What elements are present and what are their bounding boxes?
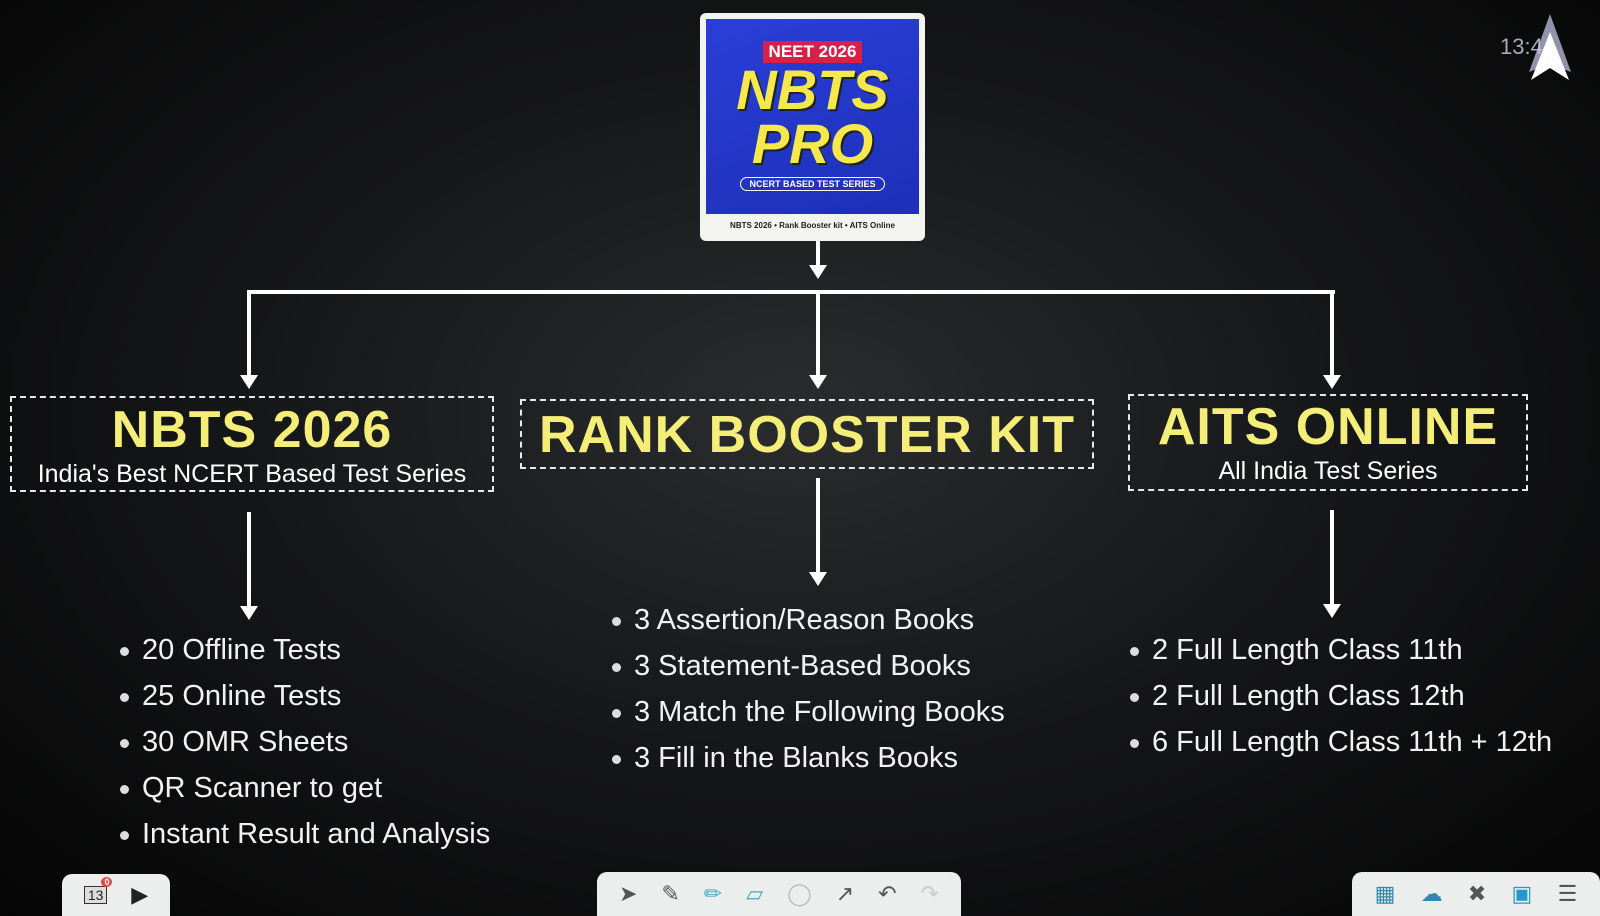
nbts-features-list: 20 Offline Tests 25 Online Tests 30 OMR … — [118, 627, 490, 857]
tools-icon[interactable]: ✖ — [1467, 881, 1487, 906]
list-item: 3 Fill in the Blanks Books — [610, 735, 1005, 781]
connector — [247, 290, 251, 378]
arrow-down-icon — [809, 375, 827, 389]
notification-badge: 0 — [101, 877, 113, 887]
connector — [816, 241, 820, 269]
arrow-down-icon — [240, 606, 258, 620]
pen-tool-icon[interactable]: ✎ — [661, 881, 680, 906]
book-tagline: NCERT BASED TEST SERIES — [740, 177, 885, 191]
connector — [1330, 290, 1334, 378]
connector — [247, 512, 251, 608]
lasso-tool-icon[interactable]: ◯ — [787, 881, 812, 906]
book-footer: NBTS 2026 • Rank Booster kit • AITS Onli… — [730, 221, 895, 230]
list-item: 20 Offline Tests — [118, 627, 490, 673]
connector — [1330, 510, 1334, 606]
app-toolbar: ▦ ☁ ✖ ▣ ☰ — [1352, 872, 1600, 916]
branch-nbts-2026: NBTS 2026 India's Best NCERT Based Test … — [10, 396, 494, 492]
rank-booster-list: 3 Assertion/Reason Books 3 Statement-Bas… — [610, 597, 1005, 781]
branch-title: RANK BOOSTER KIT — [539, 406, 1075, 464]
highlighter-tool-icon[interactable]: ✏ — [703, 881, 723, 906]
eraser-tool-icon[interactable]: ▱ — [746, 881, 764, 906]
menu-icon[interactable]: ☰ — [1557, 881, 1578, 906]
list-item: 6 Full Length Class 11th + 12th — [1128, 719, 1552, 765]
list-item: 3 Statement-Based Books — [610, 643, 1005, 689]
book-title-1: NBTS — [736, 58, 889, 121]
book-title-2: PRO — [751, 112, 874, 175]
screen-icon[interactable]: ▣ — [1511, 881, 1533, 906]
redo-icon[interactable]: ↷ — [920, 881, 939, 906]
branch-title: AITS ONLINE — [1157, 398, 1499, 456]
connector — [247, 290, 1335, 294]
connector — [816, 478, 820, 574]
arrow-tool-icon[interactable]: ↗ — [835, 881, 855, 906]
aits-list: 2 Full Length Class 11th 2 Full Length C… — [1128, 627, 1552, 765]
list-item: Instant Result and Analysis — [118, 811, 490, 857]
drawing-toolbar: ➤ ✎ ✏ ▱ ◯ ↗ ↶ ↷ — [597, 872, 961, 916]
brand-logo-icon — [1529, 14, 1571, 80]
connector — [816, 290, 820, 378]
list-item: 2 Full Length Class 12th — [1128, 673, 1552, 719]
list-item: QR Scanner to get — [118, 765, 490, 811]
branch-subtitle: All India Test Series — [1218, 457, 1438, 485]
branch-subtitle: India's Best NCERT Based Test Series — [37, 460, 467, 488]
next-page-button[interactable]: ▶ — [131, 882, 149, 907]
arrow-down-icon — [1323, 375, 1341, 389]
undo-icon[interactable]: ↶ — [878, 881, 897, 906]
branch-rank-booster-kit: RANK BOOSTER KIT — [520, 399, 1094, 469]
list-item: 30 OMR Sheets — [118, 719, 490, 765]
list-item: 2 Full Length Class 11th — [1128, 627, 1552, 673]
list-item: 25 Online Tests — [118, 673, 490, 719]
branch-title: NBTS 2026 — [111, 401, 393, 459]
product-book-cover: NEET 2026 NBTS PRO NCERT BASED TEST SERI… — [700, 13, 925, 241]
arrow-down-icon — [1323, 604, 1341, 618]
page-number: 13 — [87, 887, 104, 903]
book-badge: NEET 2026 — [762, 41, 863, 63]
cloud-tool-icon[interactable]: ☁ — [1420, 881, 1443, 906]
arrow-down-icon — [809, 265, 827, 279]
list-item: 3 Match the Following Books — [610, 689, 1005, 735]
list-item: 3 Assertion/Reason Books — [610, 597, 1005, 643]
image-tool-icon[interactable]: ▦ — [1374, 881, 1396, 906]
pointer-tool-icon[interactable]: ➤ — [618, 881, 638, 906]
branch-aits-online: AITS ONLINE All India Test Series — [1128, 394, 1528, 491]
arrow-down-icon — [240, 375, 258, 389]
arrow-down-icon — [809, 572, 827, 586]
